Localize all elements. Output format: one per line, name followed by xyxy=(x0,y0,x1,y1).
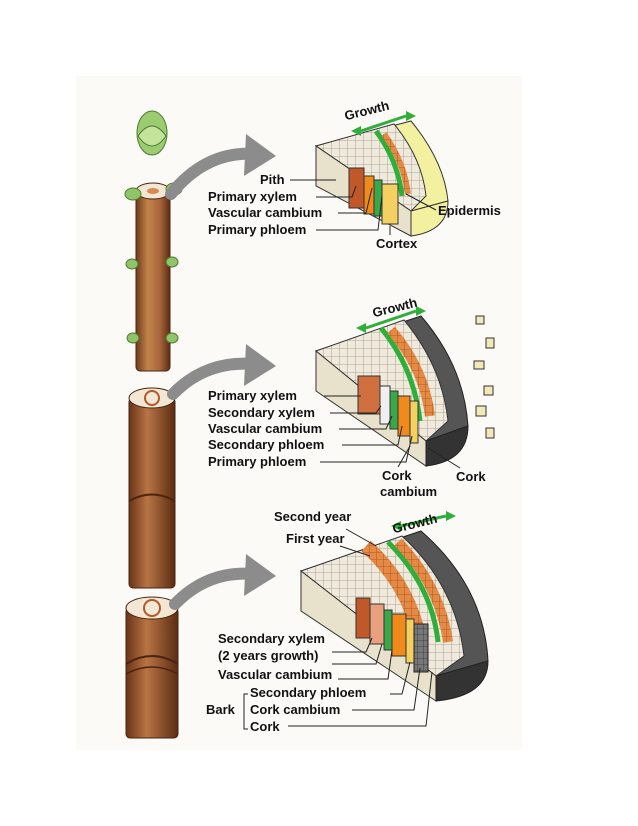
label-first-year: First year xyxy=(286,531,345,546)
label-primary-phloem-2: Primary phloem xyxy=(208,454,307,469)
young-stem xyxy=(124,110,183,372)
label-cork-cambium-line1: Cork xyxy=(382,468,412,483)
wedge-1 xyxy=(314,111,449,237)
label-vascular-cambium-2: Vascular cambium xyxy=(208,421,323,436)
third-stem xyxy=(125,596,179,739)
label-cork-2: Cork xyxy=(456,469,486,484)
label-secondary-xylem-2: Secondary xylem xyxy=(208,405,315,420)
wedge-2 xyxy=(314,306,495,467)
label-cork-cambium-3: Cork cambium xyxy=(250,702,341,717)
arrow-3 xyxy=(169,554,276,610)
label-vascular-cambium-3: Vascular cambium xyxy=(218,667,333,682)
label-primary-xylem-2: Primary xylem xyxy=(208,388,297,403)
label-vascular-cambium-1: Vascular cambium xyxy=(208,205,323,220)
stem-growth-illustration xyxy=(124,110,495,739)
arrow-2 xyxy=(167,344,276,400)
label-secondary-phloem-2: Secondary phloem xyxy=(208,437,325,452)
wedge-3 xyxy=(299,511,489,702)
label-secondary-xylem-3-line1: Secondary xylem xyxy=(218,631,325,646)
label-cork-cambium-line2: cambium xyxy=(380,484,438,499)
label-bark: Bark xyxy=(206,702,235,717)
label-epidermis: Epidermis xyxy=(438,203,501,218)
leader-lines xyxy=(243,179,461,730)
label-secondary-phloem-3: Secondary phloem xyxy=(250,685,367,700)
label-pith: Pith xyxy=(260,172,285,187)
label-second-year: Second year xyxy=(274,509,352,524)
arrow-1 xyxy=(165,134,276,200)
label-primary-phloem-1: Primary phloem xyxy=(208,222,307,237)
label-secondary-xylem-3-line2: (2 years growth) xyxy=(218,648,319,663)
label-cork-3: Cork xyxy=(250,719,280,734)
figure-panel: Growth Pith Primary xylem Vascular cambi… xyxy=(76,76,522,750)
label-cortex: Cortex xyxy=(376,236,418,251)
second-stem xyxy=(128,387,176,589)
label-primary-xylem-1: Primary xylem xyxy=(208,189,297,204)
